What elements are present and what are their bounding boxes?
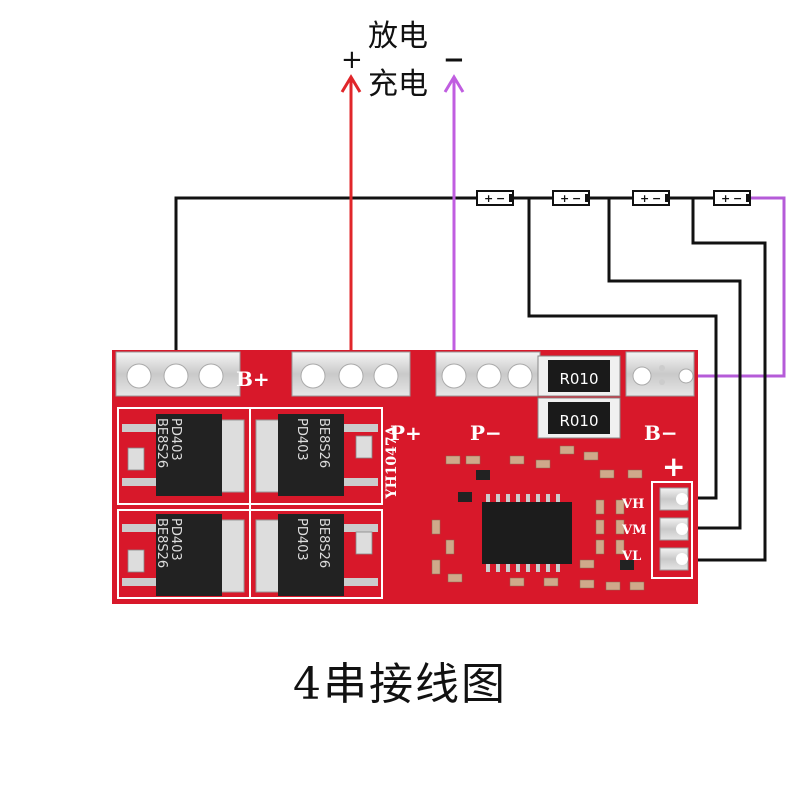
resistor-top-label: R010 [559,370,598,388]
mosfet-4-line1: PD403 [294,518,309,561]
protection-ic [482,502,572,564]
board-model-label: YH1047A [384,424,400,499]
cell-2-minus: − [572,192,581,205]
mosfet-3-line1: PD403 [168,518,183,561]
purple-wire-bminus [686,196,786,378]
sense-wire-vh [527,198,718,500]
negative-arrow [443,74,465,93]
black-wire-top [174,196,760,372]
cell-2-plus: + [560,192,569,205]
discharge-label: 放电 [368,19,428,54]
cell-3-plus: + [640,192,649,205]
sense-vl-label: VL [621,549,641,564]
sense-wire-vl [686,198,767,562]
sense-vm-label: VM [621,523,646,538]
b-plus-label: B+ [236,367,270,391]
cell-3-minus: − [652,192,661,205]
mosfet-4-line2: BE8S26 [316,518,331,568]
positive-arrow [340,74,362,93]
mosfet-1-line2: BE8S26 [154,418,169,468]
mosfet-4: PD403 BE8S26 [255,514,378,596]
cell-4: + − [713,190,751,206]
mosfet-3: PD403 BE8S26 [122,514,245,596]
mosfet-1-line1: PD403 [168,418,183,461]
plus-sign: + [341,45,363,75]
sense-vh-label: VH [621,497,644,512]
cell-1-plus: + [484,192,493,205]
sense-wire-vm [607,198,742,530]
cell-2: + − [552,190,590,206]
cell-1: + − [476,190,514,206]
cell-1-minus: − [496,192,505,205]
mosfet-2-line1: PD403 [294,418,309,461]
mosfet-2-line2: BE8S26 [316,418,331,468]
mosfet-1: PD403 BE8S26 [122,414,245,496]
cell-4-plus: + [721,192,730,205]
charge-label: 充电 [368,67,428,102]
cell-3: + − [632,190,670,206]
bms-board: B+ P+ P− B− + R010 R010 PD403 BE8S26 PD4… [112,350,698,604]
smd-components [431,445,645,591]
b-minus-label: B− [644,421,678,445]
board-plus-mark: + [662,450,685,483]
mosfet-2: PD403 BE8S26 [255,414,378,496]
cell-4-minus: − [733,192,742,205]
p-minus-label: P− [470,421,502,445]
diagram-caption: 4串接线图 [293,659,507,710]
mosfet-3-line2: BE8S26 [154,518,169,568]
resistor-bottom-label: R010 [559,412,598,430]
p-plus-label: P+ [390,421,422,445]
minus-sign: − [443,45,465,75]
